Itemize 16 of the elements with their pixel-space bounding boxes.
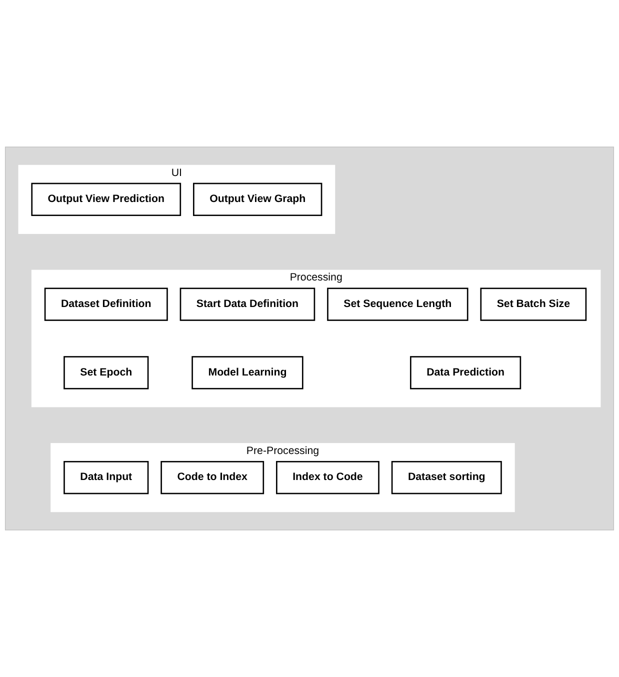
node-box bbox=[31, 182, 182, 216]
node-box bbox=[410, 356, 522, 390]
cluster bbox=[31, 270, 601, 408]
node-box bbox=[391, 460, 502, 494]
node-box bbox=[192, 356, 304, 390]
node-box bbox=[160, 460, 264, 494]
node-box bbox=[64, 356, 149, 390]
node-box bbox=[480, 288, 587, 321]
node-box bbox=[64, 460, 149, 494]
node-box bbox=[276, 460, 380, 494]
node-box bbox=[180, 288, 316, 321]
cluster bbox=[18, 164, 336, 234]
node-box bbox=[193, 182, 322, 216]
node-box bbox=[44, 288, 168, 321]
node-box bbox=[327, 288, 468, 321]
cluster bbox=[50, 443, 515, 512]
